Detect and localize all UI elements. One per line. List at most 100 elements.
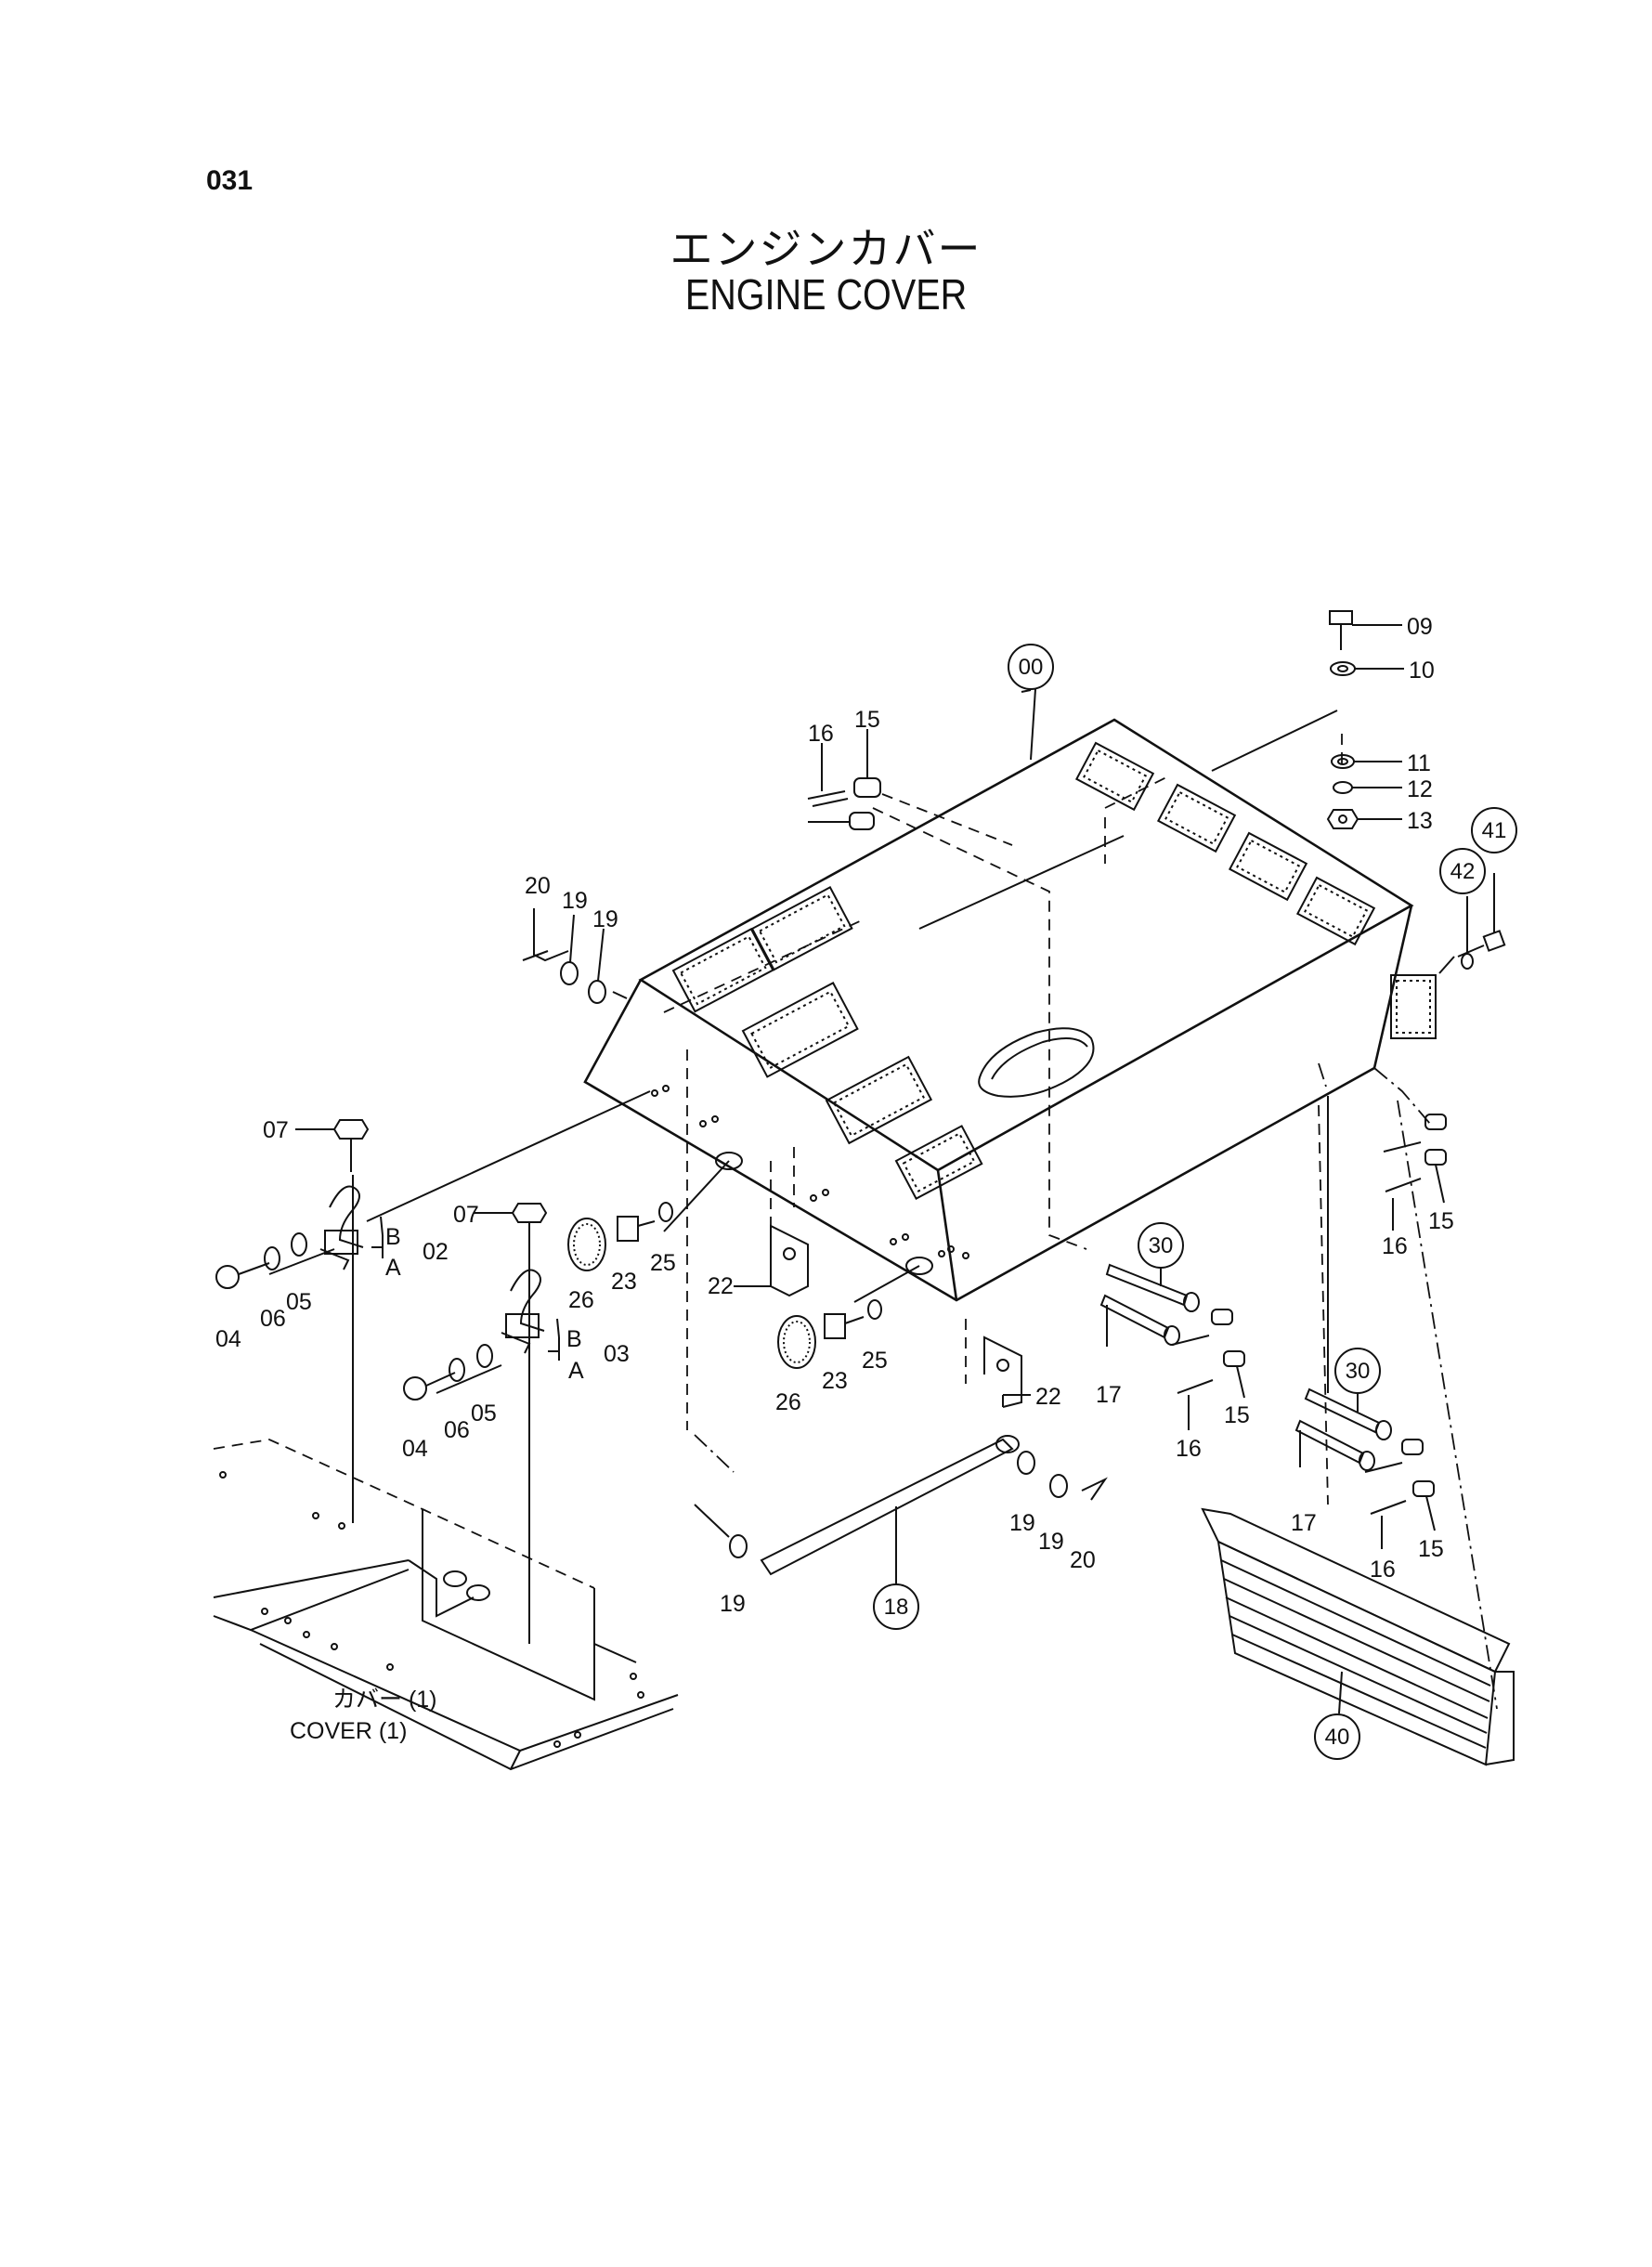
page-number: 031: [206, 165, 254, 196]
part-label: 15: [1418, 1536, 1444, 1562]
part-label: 06: [444, 1417, 470, 1443]
bolt-41-icon: [1457, 873, 1506, 958]
latch-assembly-02-icon: [319, 1185, 364, 1270]
latch-assembly-03-icon: [501, 1269, 545, 1354]
washer-19c-icon: [694, 1504, 748, 1558]
part-label: 19: [562, 888, 588, 914]
part-label: A: [385, 1255, 401, 1281]
part-label: 20: [525, 873, 551, 899]
washer-19b-icon: [588, 928, 606, 1004]
nut-13-icon: [1326, 809, 1402, 829]
part-label: 06: [260, 1306, 286, 1332]
part-label: 15: [1224, 1402, 1250, 1428]
bolt-07a-icon: [295, 1119, 370, 1172]
part-label: 05: [286, 1289, 312, 1315]
page-title-japanese: エンジンカバー: [670, 224, 982, 274]
part-label: 19: [592, 906, 618, 932]
part-label: 07: [453, 1202, 479, 1228]
cap-26b-icon: [777, 1315, 816, 1369]
callout-41: 41: [1471, 807, 1517, 853]
washer-25b-icon: [867, 1299, 882, 1320]
gas-spring-17b-icon: [1294, 1419, 1375, 1471]
gas-spring-17a-icon: [1099, 1294, 1180, 1346]
part-label: 20: [1070, 1547, 1096, 1573]
pin-15b-icon: [1424, 1114, 1447, 1204]
washer-06b-icon: [449, 1358, 465, 1382]
part-label: 12: [1407, 776, 1433, 802]
part-label: 05: [471, 1401, 497, 1427]
lower-cover-frame: カバー (1) COVER (1): [213, 1439, 679, 1771]
clip-16d-icon: [1364, 1462, 1407, 1549]
callout-30-lower: 30: [1334, 1348, 1381, 1394]
part-label: 19: [1009, 1510, 1035, 1536]
part-label: 17: [1291, 1510, 1317, 1536]
gas-spring-30a-icon: [1105, 1263, 1200, 1312]
bracket-22b-icon: [965, 1319, 1031, 1408]
pin-15c-icon: [1211, 1309, 1245, 1399]
washer-10-icon: [1330, 661, 1404, 676]
svg-text:00: 00: [1019, 655, 1044, 680]
part-label: 16: [1370, 1557, 1396, 1583]
bolt-23a-icon: [617, 1216, 656, 1242]
lock-washer-12-icon: [1333, 781, 1402, 794]
page-title: ENGINE COVER: [684, 270, 968, 319]
pin-20-upper-icon: [522, 908, 569, 962]
clip-16-upper-icon: [807, 743, 849, 807]
part-label: 25: [862, 1348, 888, 1374]
washer-19a-icon: [560, 914, 579, 985]
washer-06a-icon: [264, 1246, 280, 1270]
part-label: B: [566, 1326, 582, 1352]
part-label: B: [385, 1224, 401, 1250]
screw-04a-icon: [215, 1262, 270, 1289]
svg-text:30: 30: [1346, 1359, 1371, 1384]
part-label: 23: [822, 1368, 848, 1394]
svg-text:30: 30: [1149, 1233, 1174, 1258]
stay-rod-18-icon: [760, 1435, 1020, 1583]
svg-text:42: 42: [1450, 859, 1476, 884]
bolt-23b-icon: [824, 1313, 865, 1339]
washer-42-icon: [1461, 896, 1474, 970]
svg-text:41: 41: [1482, 818, 1507, 843]
callout-30-upper: 30: [1138, 1222, 1184, 1269]
part-label: 04: [215, 1326, 241, 1352]
engine-cover-body: [583, 718, 1437, 1505]
hardware-parts: [215, 610, 1515, 1766]
part-label: 19: [720, 1591, 746, 1617]
gas-spring-30b-icon: [1304, 1388, 1392, 1440]
cover-label: COVER (1): [290, 1718, 407, 1744]
part-label: 03: [604, 1341, 630, 1367]
part-label: 02: [423, 1239, 449, 1265]
washer-19d-icon: [1017, 1451, 1035, 1475]
part-label: 04: [402, 1436, 428, 1462]
callout-00: 00: [1008, 644, 1054, 690]
svg-text:18: 18: [884, 1595, 909, 1620]
part-label: 17: [1096, 1382, 1122, 1408]
part-label: 26: [775, 1389, 801, 1415]
part-label: 10: [1409, 658, 1435, 684]
bolt-09-icon: [1329, 610, 1402, 650]
washer-19e-icon: [1049, 1474, 1068, 1498]
part-labels: 09 10 11 12 13 15 16 20 19 19 07 B A 02 …: [215, 614, 1454, 1617]
bolt-07b-icon: [474, 1203, 548, 1256]
cap-26a-icon: [567, 1218, 606, 1271]
pin-15d-icon: [1401, 1439, 1436, 1531]
part-label: 13: [1407, 808, 1433, 834]
part-label: 19: [1038, 1529, 1064, 1555]
cover-label-japanese: カバー (1): [332, 1687, 437, 1713]
washer-11-icon: [1331, 754, 1402, 769]
grille-40-icon: [1201, 1507, 1515, 1766]
part-label: 25: [650, 1250, 676, 1276]
part-label: 22: [708, 1273, 734, 1299]
clip-16b-icon: [1383, 1141, 1422, 1231]
part-label: 15: [1428, 1208, 1454, 1234]
part-label: 22: [1035, 1384, 1061, 1410]
washer-05a-icon: [291, 1232, 307, 1257]
part-label: 16: [1382, 1233, 1408, 1259]
svg-text:40: 40: [1325, 1725, 1350, 1750]
callout-42: 42: [1439, 848, 1486, 894]
pin-15-upper-icon: [808, 729, 881, 830]
part-label: 07: [263, 1117, 289, 1143]
clip-16c-icon: [1171, 1335, 1214, 1430]
part-label: 11: [1407, 750, 1431, 776]
